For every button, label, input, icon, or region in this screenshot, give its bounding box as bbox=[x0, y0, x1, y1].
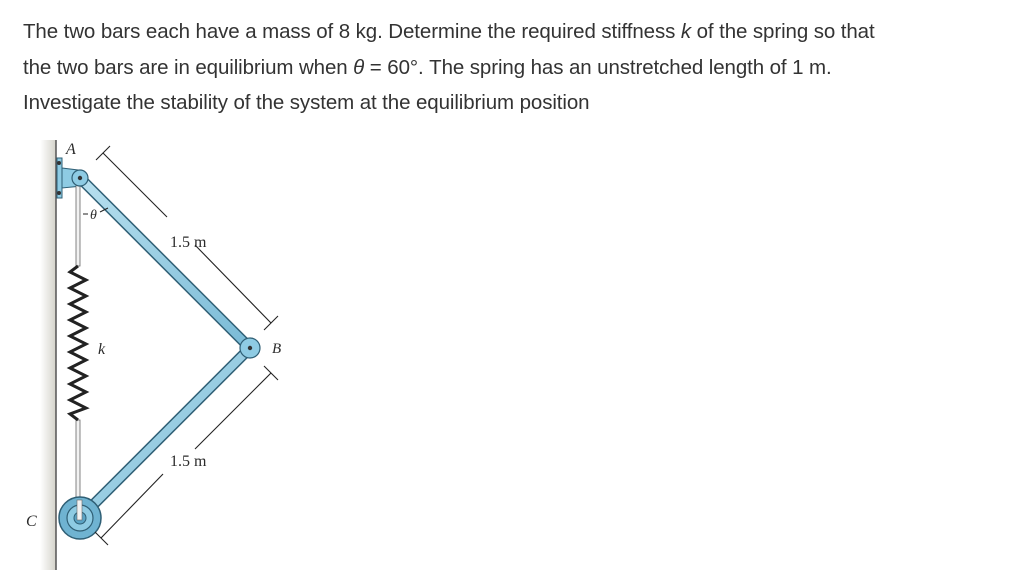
point-a-label: A bbox=[65, 141, 76, 158]
bar-ab bbox=[71, 169, 256, 354]
dimension-lower-label: 1.5 m bbox=[170, 453, 207, 470]
spring-assembly bbox=[66, 179, 90, 519]
stiffness-variable: k bbox=[680, 20, 692, 43]
angle-theta-label: θ bbox=[90, 208, 97, 223]
problem-line-3: Investigate the stability of the system … bbox=[23, 91, 590, 114]
dimension-upper bbox=[95, 145, 279, 331]
mechanism-figure: 1.5 m 1.5 m θ A B C k bbox=[0, 130, 320, 577]
spring-icon bbox=[66, 264, 90, 422]
pin-b bbox=[239, 337, 261, 359]
problem-line-1: The two bars each have a mass of 8 kg. D… bbox=[23, 20, 875, 43]
bar-bc bbox=[74, 342, 256, 524]
point-c-label: C bbox=[26, 513, 37, 530]
dimension-upper-label: 1.5 m bbox=[170, 234, 207, 251]
problem-statement: The two bars each have a mass of 8 kg. D… bbox=[23, 14, 1013, 121]
wall bbox=[40, 140, 57, 570]
roller-c bbox=[58, 496, 102, 540]
point-b-label: B bbox=[272, 341, 281, 357]
problem-line-2: the two bars are in equilibrium when θ =… bbox=[23, 55, 832, 79]
angle-theta-marker bbox=[83, 207, 109, 215]
theta-variable: θ bbox=[353, 55, 365, 79]
spring-k-label: k bbox=[98, 341, 106, 358]
dimension-lower bbox=[94, 365, 279, 546]
